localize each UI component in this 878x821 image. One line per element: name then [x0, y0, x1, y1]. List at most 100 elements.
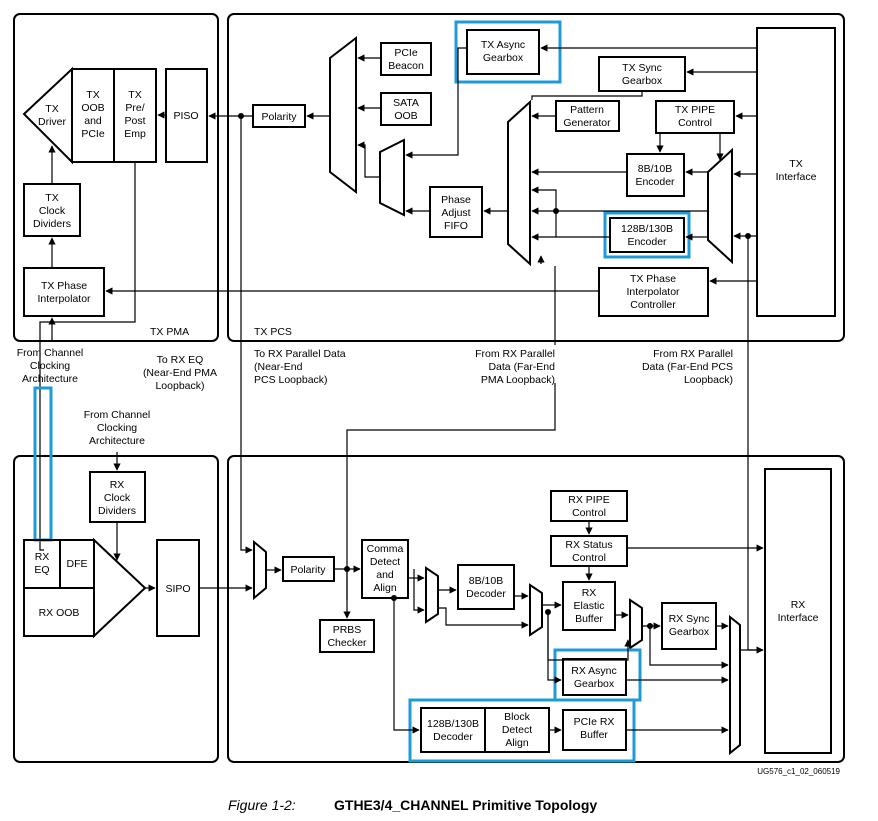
tx-interface-block: TX Interface	[776, 158, 817, 183]
encoder-128b130b-block: 128B/130B Encoder	[621, 223, 673, 248]
rx-amp-triangle	[93, 537, 147, 639]
from-channel-clocking-1-label: From Channel Clocking Architecture	[17, 347, 84, 385]
svg-text:From RX Parallel: From RX Parallel	[475, 348, 555, 360]
rx-sync-gearbox-block: RX Sync Gearbox	[669, 613, 710, 638]
svg-text:Clock: Clock	[39, 205, 66, 217]
svg-text:TX Sync: TX Sync	[622, 62, 662, 74]
sata-oob-block: SATA OOB	[393, 97, 419, 122]
svg-text:RX Sync: RX Sync	[669, 613, 710, 625]
rx-clock-dividers-block: RX Clock Dividers	[98, 479, 136, 517]
rx-mux-5	[729, 614, 741, 756]
svg-text:Adjust: Adjust	[441, 207, 470, 219]
svg-text:Architecture: Architecture	[22, 373, 78, 385]
svg-text:and: and	[84, 115, 102, 127]
comma-detect-block: Comma Detect and Align	[367, 543, 404, 594]
tx-phase-interpolator-block: TX Phase Interpolator	[37, 280, 91, 305]
svg-text:Encoder: Encoder	[635, 176, 675, 188]
rx-status-control-block: RX Status Control	[565, 539, 612, 564]
tx-sync-gearbox-block: TX Sync Gearbox	[622, 62, 663, 87]
svg-text:RX Status: RX Status	[565, 539, 612, 551]
svg-text:SATA: SATA	[393, 97, 419, 109]
svg-text:TX Async: TX Async	[481, 39, 525, 51]
svg-text:Decoder: Decoder	[433, 731, 473, 743]
rx-polarity-block: Polarity	[290, 564, 326, 576]
svg-text:Interface: Interface	[776, 171, 817, 183]
sipo-block: SIPO	[165, 583, 190, 595]
svg-text:TX: TX	[45, 103, 58, 115]
svg-text:Driver: Driver	[38, 116, 67, 128]
rx-mux-1	[253, 539, 267, 601]
svg-text:TX: TX	[128, 89, 141, 101]
svg-text:Emp: Emp	[124, 128, 146, 140]
svg-text:128B/130B: 128B/130B	[621, 223, 673, 235]
svg-text:Gearbox: Gearbox	[574, 678, 615, 690]
doc-id: UG576_c1_02_060519	[757, 767, 840, 776]
svg-text:Pattern: Pattern	[570, 104, 604, 116]
piso-block: PISO	[173, 110, 198, 122]
svg-text:From RX Parallel: From RX Parallel	[653, 348, 733, 360]
svg-text:Architecture: Architecture	[89, 435, 145, 447]
from-channel-clocking-2-label: From Channel Clocking Architecture	[84, 409, 151, 447]
svg-text:Loopback): Loopback)	[684, 374, 733, 386]
svg-text:Interface: Interface	[778, 612, 819, 624]
svg-text:To RX Parallel Data: To RX Parallel Data	[254, 348, 346, 360]
svg-text:Loopback): Loopback)	[155, 380, 204, 392]
tx-pcs-label: TX PCS	[254, 326, 292, 338]
tx-polarity-block: Polarity	[261, 111, 297, 123]
svg-text:RX Async: RX Async	[571, 665, 617, 677]
svg-text:TX: TX	[86, 89, 99, 101]
rx-oob-block: RX OOB	[39, 607, 80, 619]
svg-text:(Near-End: (Near-End	[254, 361, 303, 373]
decoder-8b10b-block: 8B/10B Decoder	[466, 575, 506, 600]
svg-text:TX Phase: TX Phase	[41, 280, 87, 292]
svg-text:Clocking: Clocking	[97, 422, 137, 434]
tx-pma-label: TX PMA	[150, 326, 189, 338]
rx-pcs-region	[227, 455, 845, 763]
svg-text:Control: Control	[572, 507, 606, 519]
svg-text:PMA Loopback): PMA Loopback)	[481, 374, 555, 386]
svg-text:(Near-End PMA: (Near-End PMA	[143, 367, 217, 379]
svg-text:PCIe: PCIe	[81, 128, 105, 140]
to-rx-parallel-label: To RX Parallel Data (Near-End PCS Loopba…	[254, 348, 346, 386]
svg-text:Control: Control	[572, 552, 606, 564]
svg-text:PCIe: PCIe	[394, 47, 418, 59]
svg-text:TX: TX	[45, 192, 58, 204]
svg-text:Clock: Clock	[104, 492, 131, 504]
tx-driver-block: TX Driver	[38, 103, 67, 128]
svg-text:Align: Align	[505, 737, 529, 749]
svg-text:8B/10B: 8B/10B	[469, 575, 503, 587]
svg-text:Data (Far-End PCS: Data (Far-End PCS	[642, 361, 733, 373]
svg-text:TX Phase: TX Phase	[630, 273, 676, 285]
tx-mux-2	[379, 138, 405, 217]
svg-text:Gearbox: Gearbox	[669, 626, 710, 638]
block-detect-align-block: Block Detect Align	[502, 711, 532, 749]
tx-pcs-region	[227, 13, 845, 342]
svg-text:FIFO: FIFO	[444, 220, 468, 232]
svg-text:Clocking: Clocking	[30, 360, 70, 372]
svg-text:RX PIPE: RX PIPE	[568, 494, 609, 506]
svg-text:RX: RX	[582, 587, 597, 599]
pcie-beacon-block: PCIe Beacon	[388, 47, 424, 72]
tx-phase-interp-controller-block: TX Phase Interpolator Controller	[626, 273, 680, 311]
svg-text:Pre/: Pre/	[125, 102, 144, 114]
rx-interface-block: RX Interface	[778, 599, 819, 624]
svg-text:PRBS: PRBS	[333, 624, 362, 636]
pattern-generator-block: Pattern Generator	[563, 104, 611, 129]
rx-pipe-control-block: RX PIPE Control	[568, 494, 609, 519]
figure-label: Figure 1-2:	[228, 797, 296, 813]
rx-mux-4	[629, 598, 643, 650]
svg-text:128B/130B: 128B/130B	[427, 718, 479, 730]
svg-text:Buffer: Buffer	[575, 613, 603, 625]
svg-text:RX: RX	[791, 599, 806, 611]
svg-text:Phase: Phase	[441, 194, 471, 206]
svg-text:Detect: Detect	[502, 724, 532, 736]
svg-text:PCS Loopback): PCS Loopback)	[254, 374, 328, 386]
tx-pma-region	[13, 13, 219, 342]
from-rx-parallel-pcs-label: From RX Parallel Data (Far-End PCS Loopb…	[642, 348, 733, 386]
rx-eq-block: RX EQ	[34, 551, 49, 576]
tx-pipe-control-block: TX PIPE Control	[675, 104, 715, 129]
svg-text:Encoder: Encoder	[627, 236, 667, 248]
svg-text:Gearbox: Gearbox	[622, 75, 663, 87]
encoder-8b10b-block: 8B/10B Encoder	[635, 163, 675, 188]
prbs-checker-block: PRBS Checker	[327, 624, 367, 649]
